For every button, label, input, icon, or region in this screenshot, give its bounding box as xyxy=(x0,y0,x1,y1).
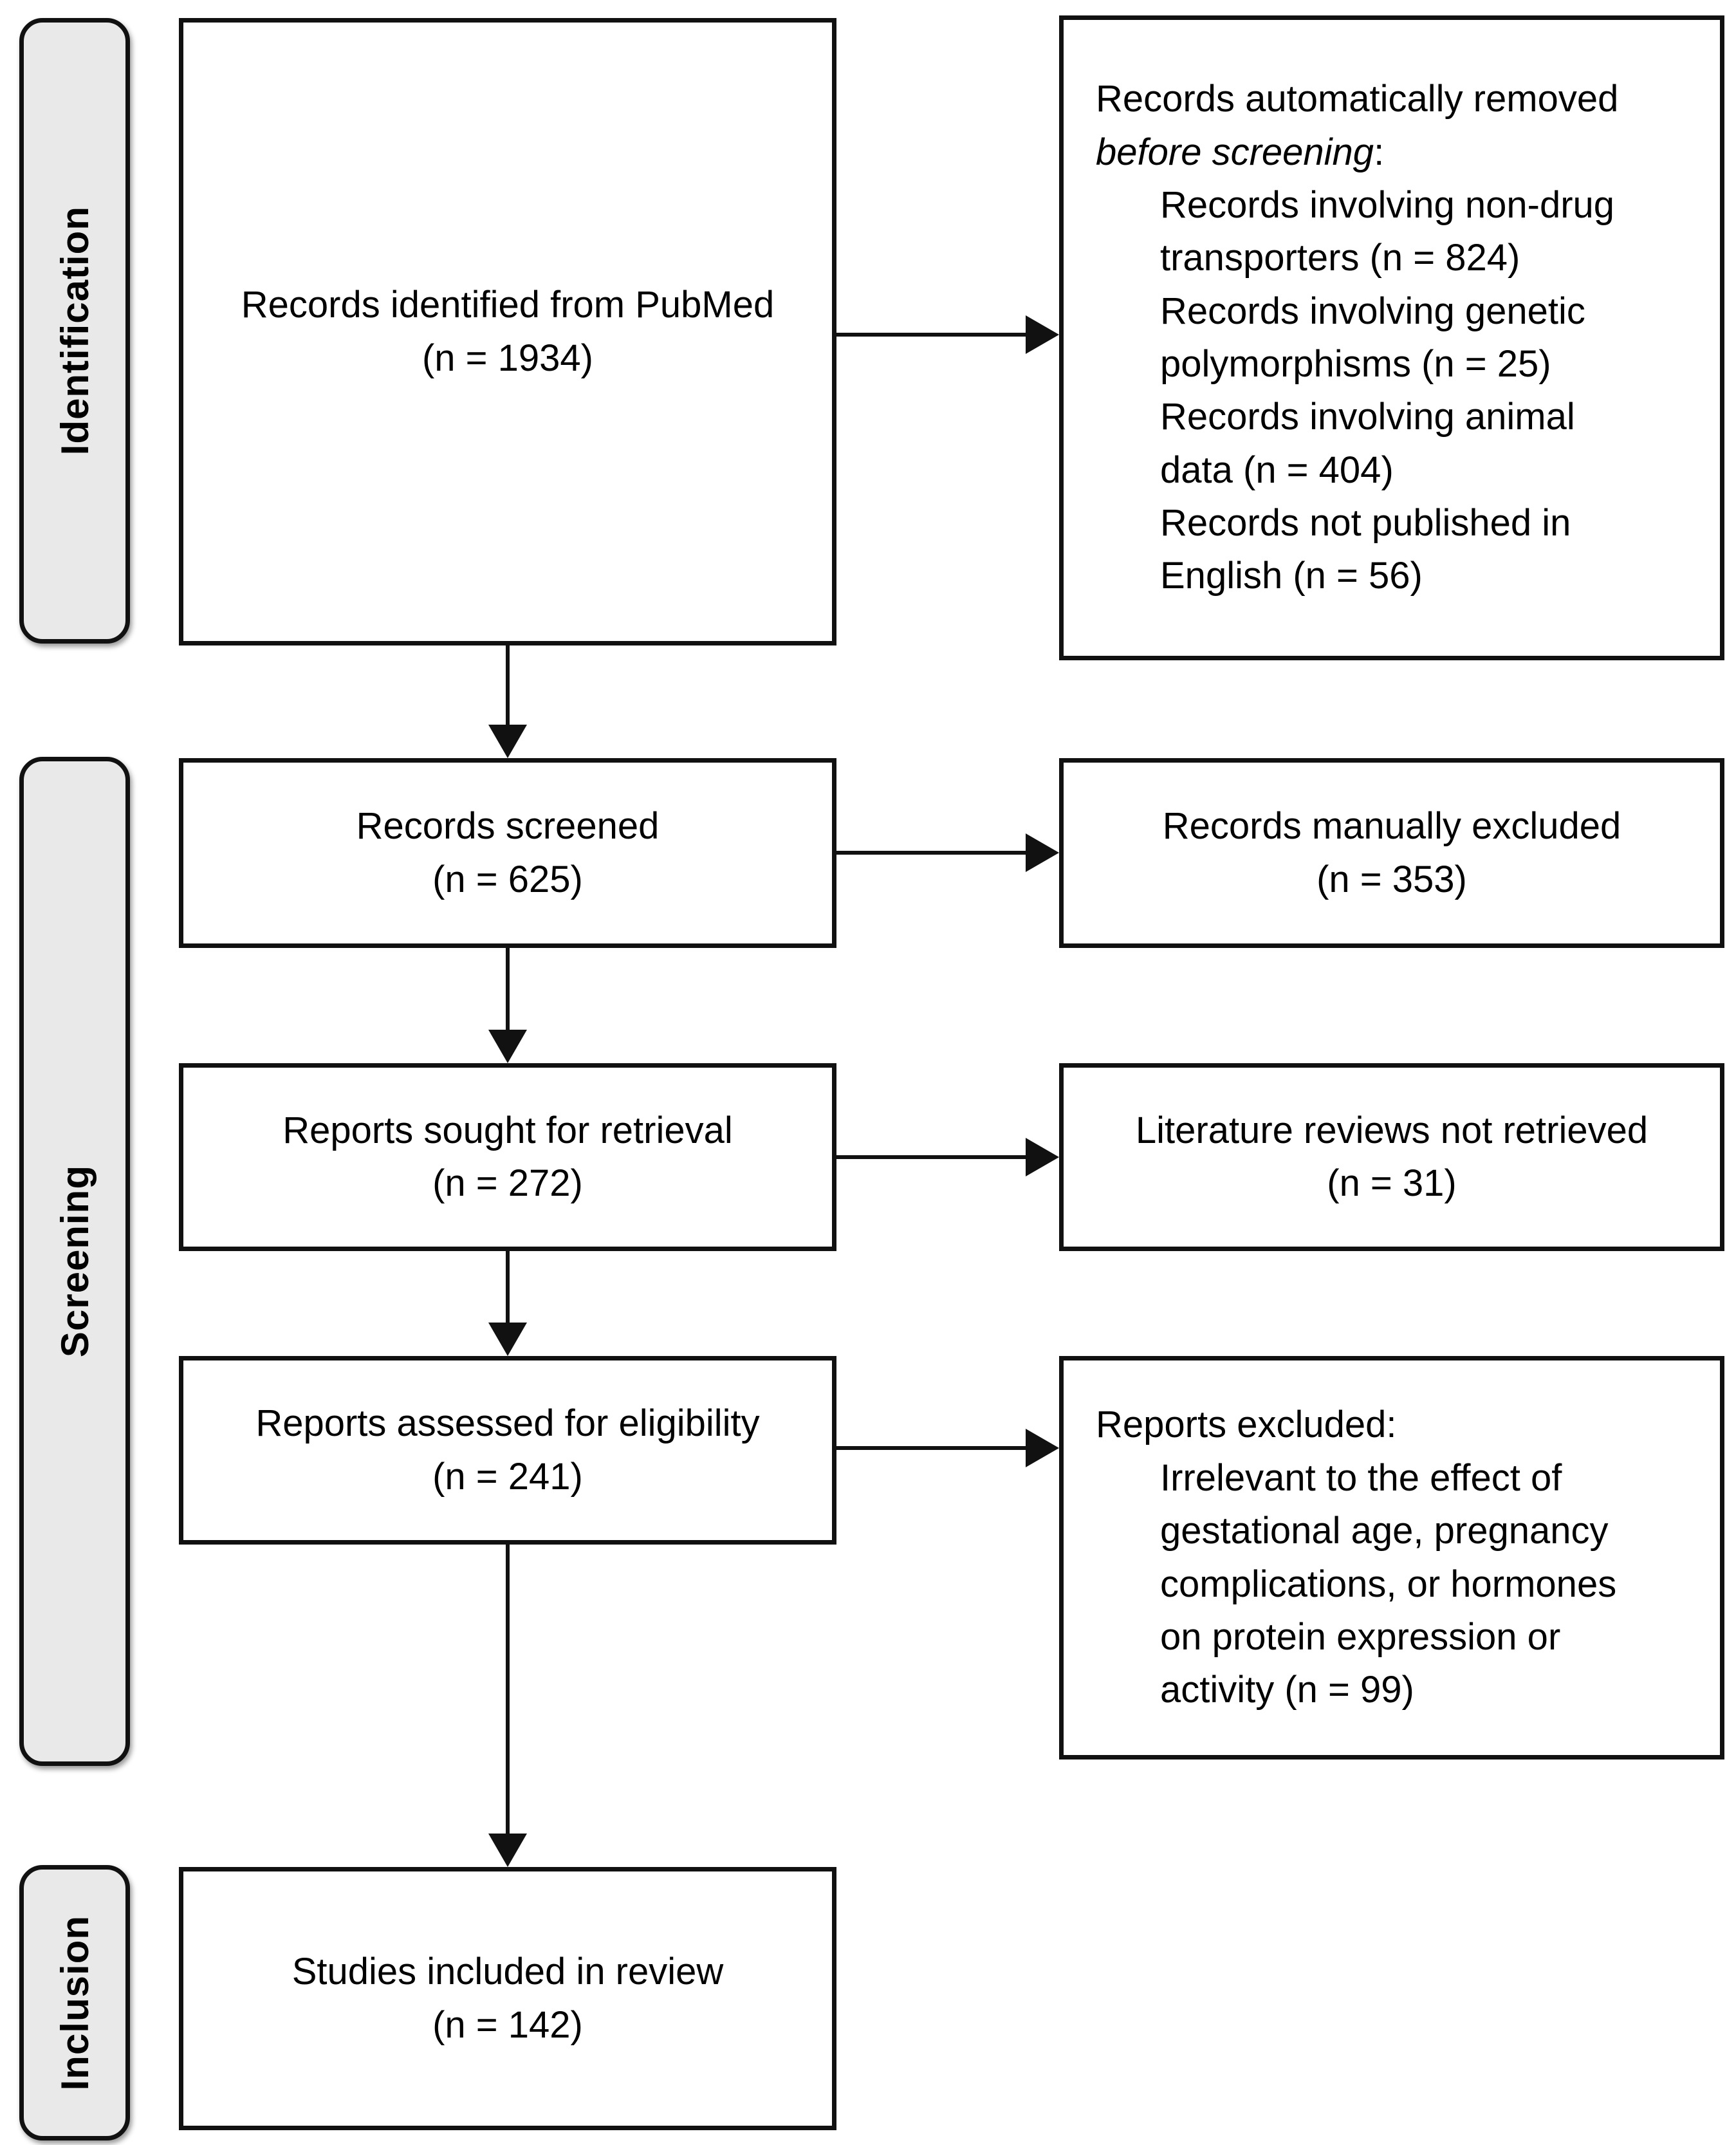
box-auto-removed: Records automatically removed before scr… xyxy=(1059,15,1724,660)
box-reports-assessed-label: Reports assessed for eligibility xyxy=(255,1402,760,1445)
exclusion-item: Records not published in English (n = 56… xyxy=(1160,502,1571,597)
box-records-screened-count: (n = 625) xyxy=(432,858,583,900)
box-records-identified: Records identified from PubMed (n = 1934… xyxy=(179,18,836,645)
stage-identification: Identification xyxy=(19,18,130,644)
box-auto-removed-intro: Records automatically removed before scr… xyxy=(1096,73,1675,179)
box-reports-sought: Reports sought for retrieval (n = 272) xyxy=(179,1063,836,1251)
box-manually-excluded-label: Records manually excluded xyxy=(1162,805,1621,848)
box-manually-excluded: Records manually excluded (n = 353) xyxy=(1059,758,1724,948)
arrowhead-sought-to-assessed xyxy=(488,1323,527,1356)
arrowhead-screened-to-manually-excluded xyxy=(1026,833,1059,872)
arrowhead-identified-to-auto-removed xyxy=(1026,315,1059,354)
box-records-identified-label: Records identified from PubMed xyxy=(241,284,775,326)
box-reports-excluded: Reports excluded: Irrelevant to the effe… xyxy=(1059,1356,1724,1760)
box-reviews-not-retrieved-count: (n = 31) xyxy=(1327,1162,1457,1204)
box-reports-assessed: Reports assessed for eligibility (n = 24… xyxy=(179,1356,836,1545)
box-records-screened: Records screened (n = 625) xyxy=(179,758,836,948)
auto-removed-intro-colon: : xyxy=(1374,131,1385,173)
box-reports-sought-label: Reports sought for retrieval xyxy=(282,1109,733,1151)
auto-removed-intro-italic: before screening xyxy=(1096,131,1374,173)
arrowhead-assessed-to-reports-excluded xyxy=(1026,1429,1059,1467)
stage-screening-label: Screening xyxy=(53,1165,97,1358)
box-reports-assessed-count: (n = 241) xyxy=(432,1455,583,1498)
exclusion-item: Records involving genetic polymorphisms … xyxy=(1160,290,1585,385)
exclusion-item: Records involving non-drug transporters … xyxy=(1160,183,1615,279)
stage-inclusion: Inclusion xyxy=(19,1865,130,2140)
box-reports-sought-count: (n = 272) xyxy=(432,1162,583,1204)
stage-identification-label: Identification xyxy=(53,206,97,456)
box-records-screened-label: Records screened xyxy=(356,805,660,848)
exclusion-item: Irrelevant to the effect of gestational … xyxy=(1160,1456,1617,1711)
auto-removed-intro-text: Records automatically removed xyxy=(1096,78,1619,120)
box-studies-included-count: (n = 142) xyxy=(432,2003,583,2046)
box-studies-included-label: Studies included in review xyxy=(291,1951,724,1993)
box-reviews-not-retrieved-label: Literature reviews not retrieved xyxy=(1135,1109,1648,1151)
arrowhead-sought-to-not-retrieved xyxy=(1026,1138,1059,1176)
stage-screening: Screening xyxy=(19,757,130,1766)
box-reports-excluded-intro: Reports excluded: xyxy=(1096,1404,1397,1446)
box-studies-included: Studies included in review (n = 142) xyxy=(179,1867,836,2130)
box-reviews-not-retrieved: Literature reviews not retrieved (n = 31… xyxy=(1059,1063,1724,1251)
arrowhead-screened-to-sought xyxy=(488,1030,527,1063)
exclusion-item: Records involving animal data (n = 404) xyxy=(1160,396,1575,491)
box-records-identified-count: (n = 1934) xyxy=(421,337,593,379)
box-manually-excluded-count: (n = 353) xyxy=(1316,858,1467,900)
stage-inclusion-label: Inclusion xyxy=(53,1915,97,2091)
arrowhead-identified-to-screened xyxy=(488,725,527,758)
arrowhead-assessed-to-included xyxy=(488,1834,527,1867)
